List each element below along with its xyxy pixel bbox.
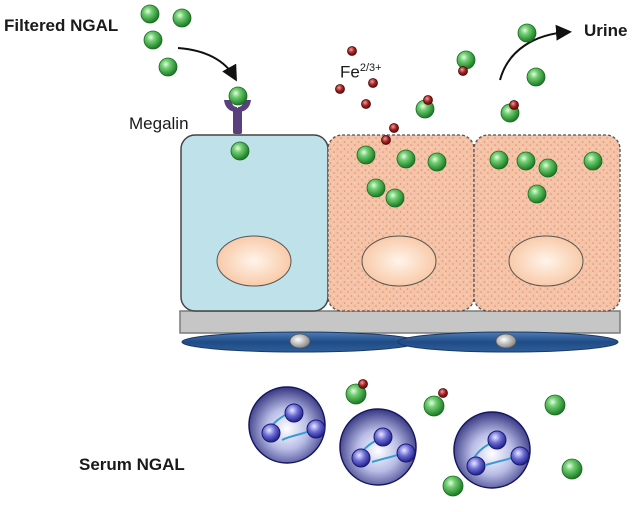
iron-label-sup: 2/3+ <box>359 62 382 74</box>
iron-label-base: Fe <box>340 62 360 82</box>
megalin-receptor-icon <box>224 100 251 134</box>
serum-complexes <box>248 386 531 489</box>
nucleus-2 <box>361 235 437 287</box>
filtered-ngal-label: Filtered NGAL <box>4 16 119 35</box>
ngal-spheres <box>140 4 603 497</box>
urine-label: Urine <box>584 21 628 40</box>
megalin-label: Megalin <box>129 114 189 133</box>
iron-dots <box>335 46 519 398</box>
nucleus-3 <box>508 235 584 287</box>
serum-ngal-label: Serum NGAL <box>79 455 185 474</box>
vessel-nucleus-right <box>495 333 517 349</box>
urine-arrow <box>499 24 572 81</box>
vessel-nucleus-left <box>289 333 311 349</box>
nucleus-1 <box>216 235 292 287</box>
filtration-arrow <box>177 47 237 82</box>
iron-label: Fe2/3+ <box>340 62 382 83</box>
basement-membrane <box>179 310 621 334</box>
